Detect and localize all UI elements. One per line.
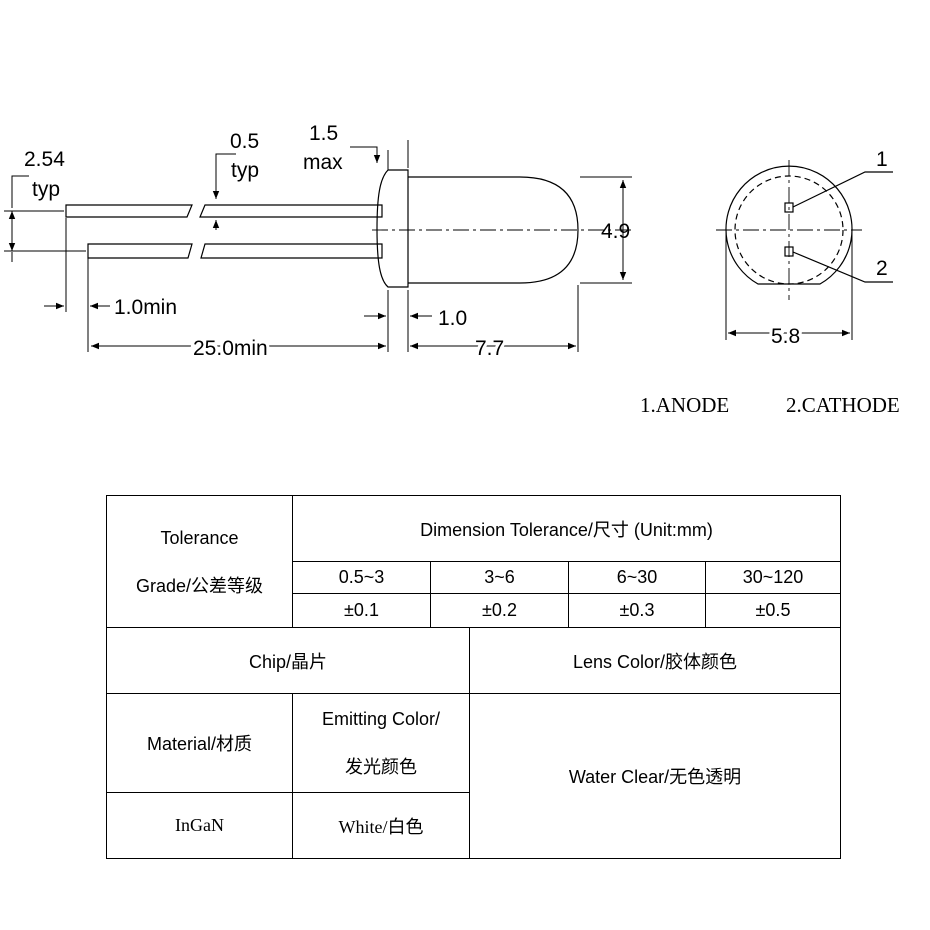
lower-lead-segment-left [87, 243, 193, 259]
range-cell: 6~30 [568, 561, 706, 594]
emitting-color-line-2: 发光颜色 [345, 757, 417, 777]
emitting-color-value: White/白色 [292, 792, 470, 859]
upper-lead-segment-left [65, 204, 193, 218]
material-header: Material/材质 [106, 693, 293, 793]
lower-lead-segment-right [200, 243, 383, 259]
anode-legend: 1.ANODE [640, 393, 729, 417]
lens-color-value: Water Clear/无色透明 [469, 693, 841, 859]
lead-width-note-label: typ [231, 159, 259, 182]
cathode-pin-square [784, 246, 794, 257]
body-length-label: 7.7 [475, 337, 504, 360]
front-dimensions [725, 232, 853, 340]
tolerance-grade-cell: Tolerance Grade/公差等级 [106, 495, 293, 628]
chip-header: Chip/晶片 [106, 627, 470, 694]
body-diameter-label: 4.9 [601, 220, 630, 243]
pin-2-label: 2 [876, 257, 888, 280]
front-outer-circle [725, 165, 853, 285]
outer-diameter-label: 5.8 [771, 325, 800, 348]
cathode-legend: 2.CATHODE [786, 393, 900, 417]
spec-table: Tolerance Grade/公差等级 Dimension Tolerance… [106, 495, 841, 859]
lens-color-header: Lens Color/胶体颜色 [469, 627, 841, 694]
led-flange [376, 169, 409, 288]
tolerance-cell: ±0.5 [705, 593, 841, 628]
pitch-label: 2.54 [24, 148, 65, 171]
range-cell: 3~6 [430, 561, 569, 594]
material-value: InGaN [106, 792, 293, 859]
dimension-tolerance-header: Dimension Tolerance/尺寸 (Unit:mm) [292, 495, 841, 562]
pin-1-leader [792, 171, 893, 208]
led-dimension-drawing: 2.54 typ 0.5 typ 1.5 max 4.9 1.0min 25.0… [4, 122, 900, 417]
anode-pin-square [784, 202, 794, 213]
emitting-color-header: Emitting Color/ 发光颜色 [292, 693, 470, 793]
range-cell: 0.5~3 [292, 561, 431, 594]
tolerance-cell: ±0.2 [430, 593, 569, 628]
emitting-color-line-1: Emitting Color/ [321, 709, 441, 729]
flange-thickness-label: 1.0 [438, 307, 467, 330]
tolerance-label: Tolerance [160, 527, 239, 548]
tolerance-cell: ±0.3 [568, 593, 706, 628]
grade-label: Grade/公差等级 [135, 575, 264, 596]
side-view [65, 169, 632, 288]
led-body [408, 176, 579, 284]
dimension-labels: 2.54 typ 0.5 typ 1.5 max 4.9 1.0min 25.0… [24, 122, 900, 417]
tolerance-cell: ±0.1 [292, 593, 431, 628]
upper-lead-segment-right [199, 204, 383, 218]
pin-2-leader [792, 251, 893, 283]
flange-note-label: max [303, 151, 343, 174]
side-dimensions [4, 140, 632, 352]
pin-1-label: 1 [876, 148, 888, 171]
lead-gap-label: 1.0min [114, 296, 177, 319]
lead-length-label: 25.0min [193, 337, 268, 360]
pitch-note-label: typ [32, 178, 60, 201]
range-cell: 30~120 [705, 561, 841, 594]
lead-width-label: 0.5 [230, 130, 259, 153]
flange-label: 1.5 [309, 122, 338, 145]
front-view [716, 160, 893, 300]
